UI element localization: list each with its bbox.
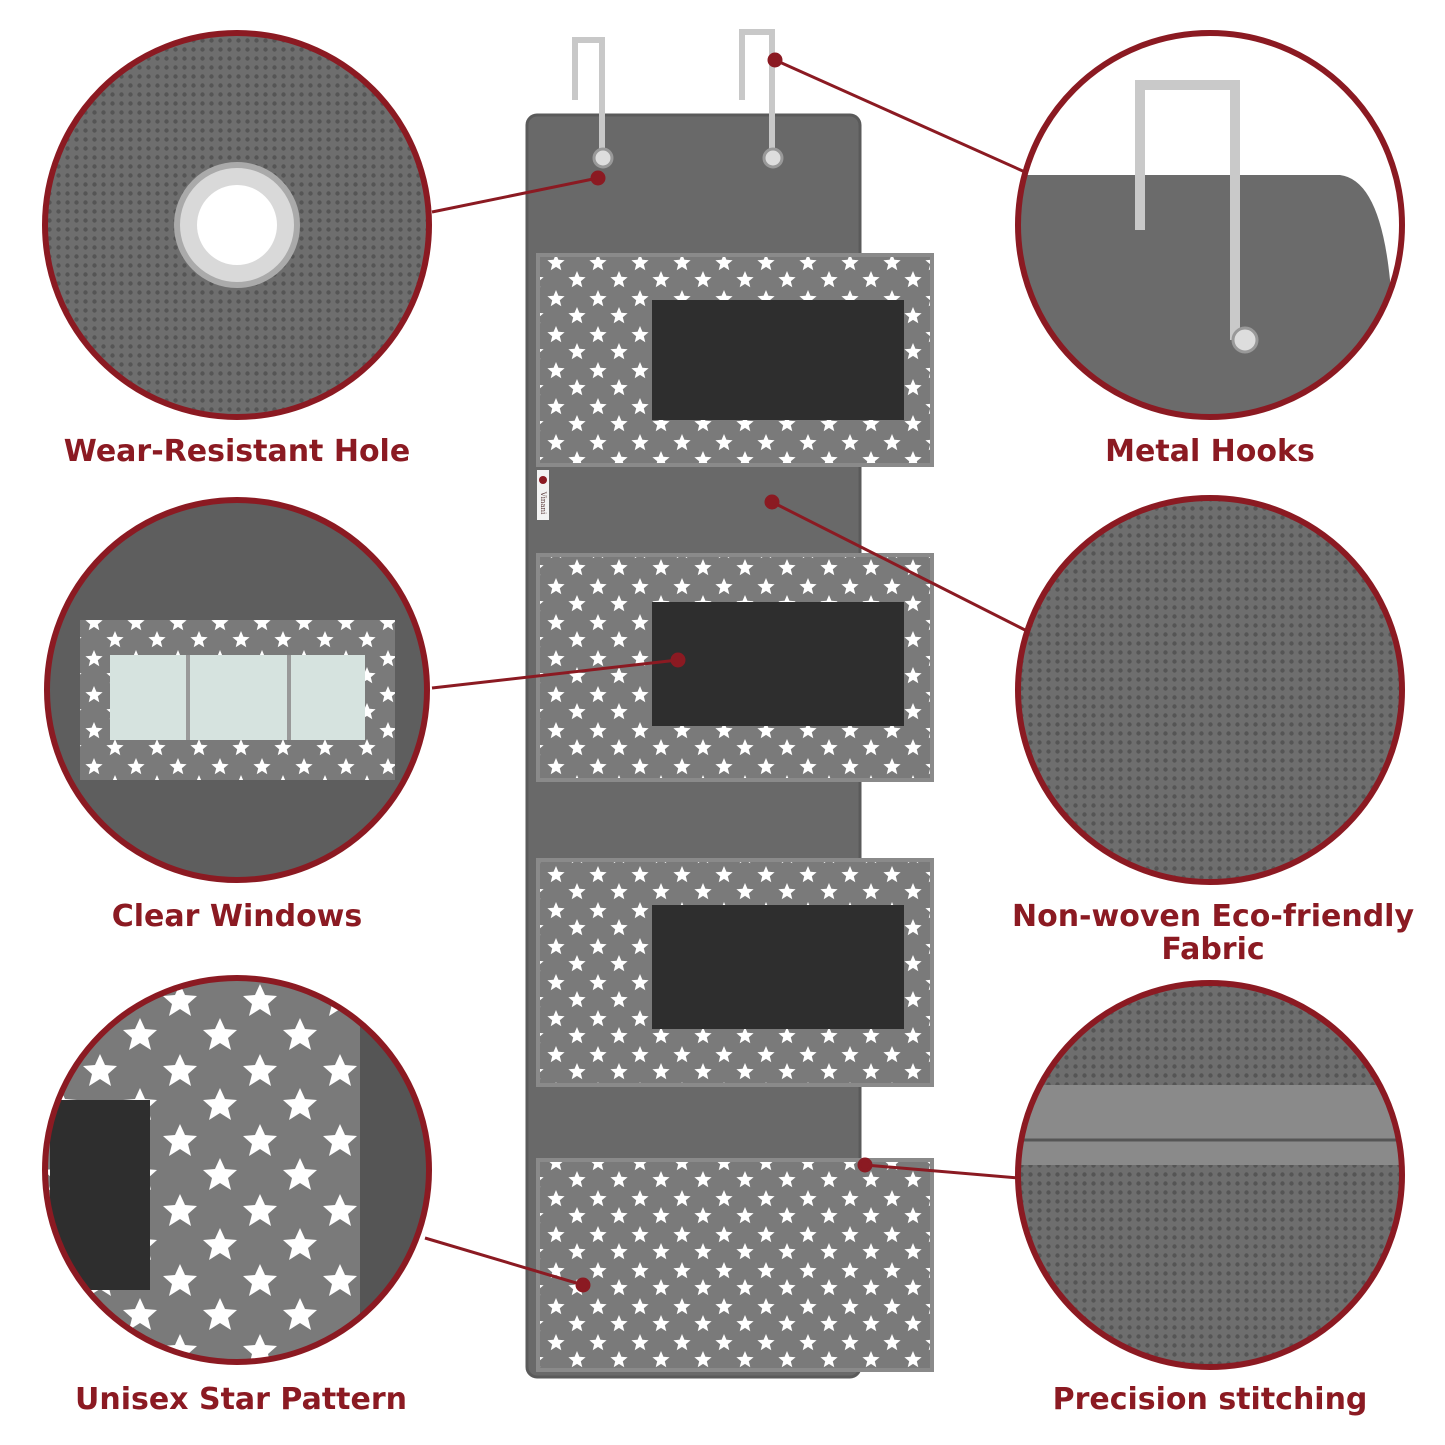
clear-window [652, 602, 904, 726]
pocket [536, 253, 934, 467]
pocket [536, 1158, 934, 1372]
label-fabric-line2: Fabric [1161, 932, 1265, 967]
label-star-pattern: Unisex Star Pattern [74, 1382, 408, 1417]
label-wear-resistant-hole: Wear-Resistant Hole [63, 434, 411, 469]
detail-precision-stitching [1018, 983, 1402, 1367]
grommet-icon [592, 147, 614, 169]
clear-window [652, 300, 904, 420]
hook-icon [572, 29, 775, 160]
leader-lines [424, 52, 1026, 1293]
detail-clear-windows [47, 500, 427, 880]
detail-wear-resistant-hole [45, 33, 429, 417]
detail-fabric [1015, 495, 1405, 885]
clear-window [652, 905, 904, 1029]
label-metal-hooks: Metal Hooks [1105, 434, 1315, 469]
label-precision-stitching: Precision stitching [1052, 1382, 1368, 1417]
pocket [536, 553, 934, 782]
pocket [536, 858, 934, 1087]
brand-logo-text: Vinani [539, 491, 547, 515]
detail-metal-hooks [1018, 33, 1402, 417]
label-clear-windows: Clear Windows [111, 899, 363, 934]
label-fabric: Non-woven Eco-friendly [1011, 899, 1415, 934]
door-organizer [525, 29, 934, 1379]
